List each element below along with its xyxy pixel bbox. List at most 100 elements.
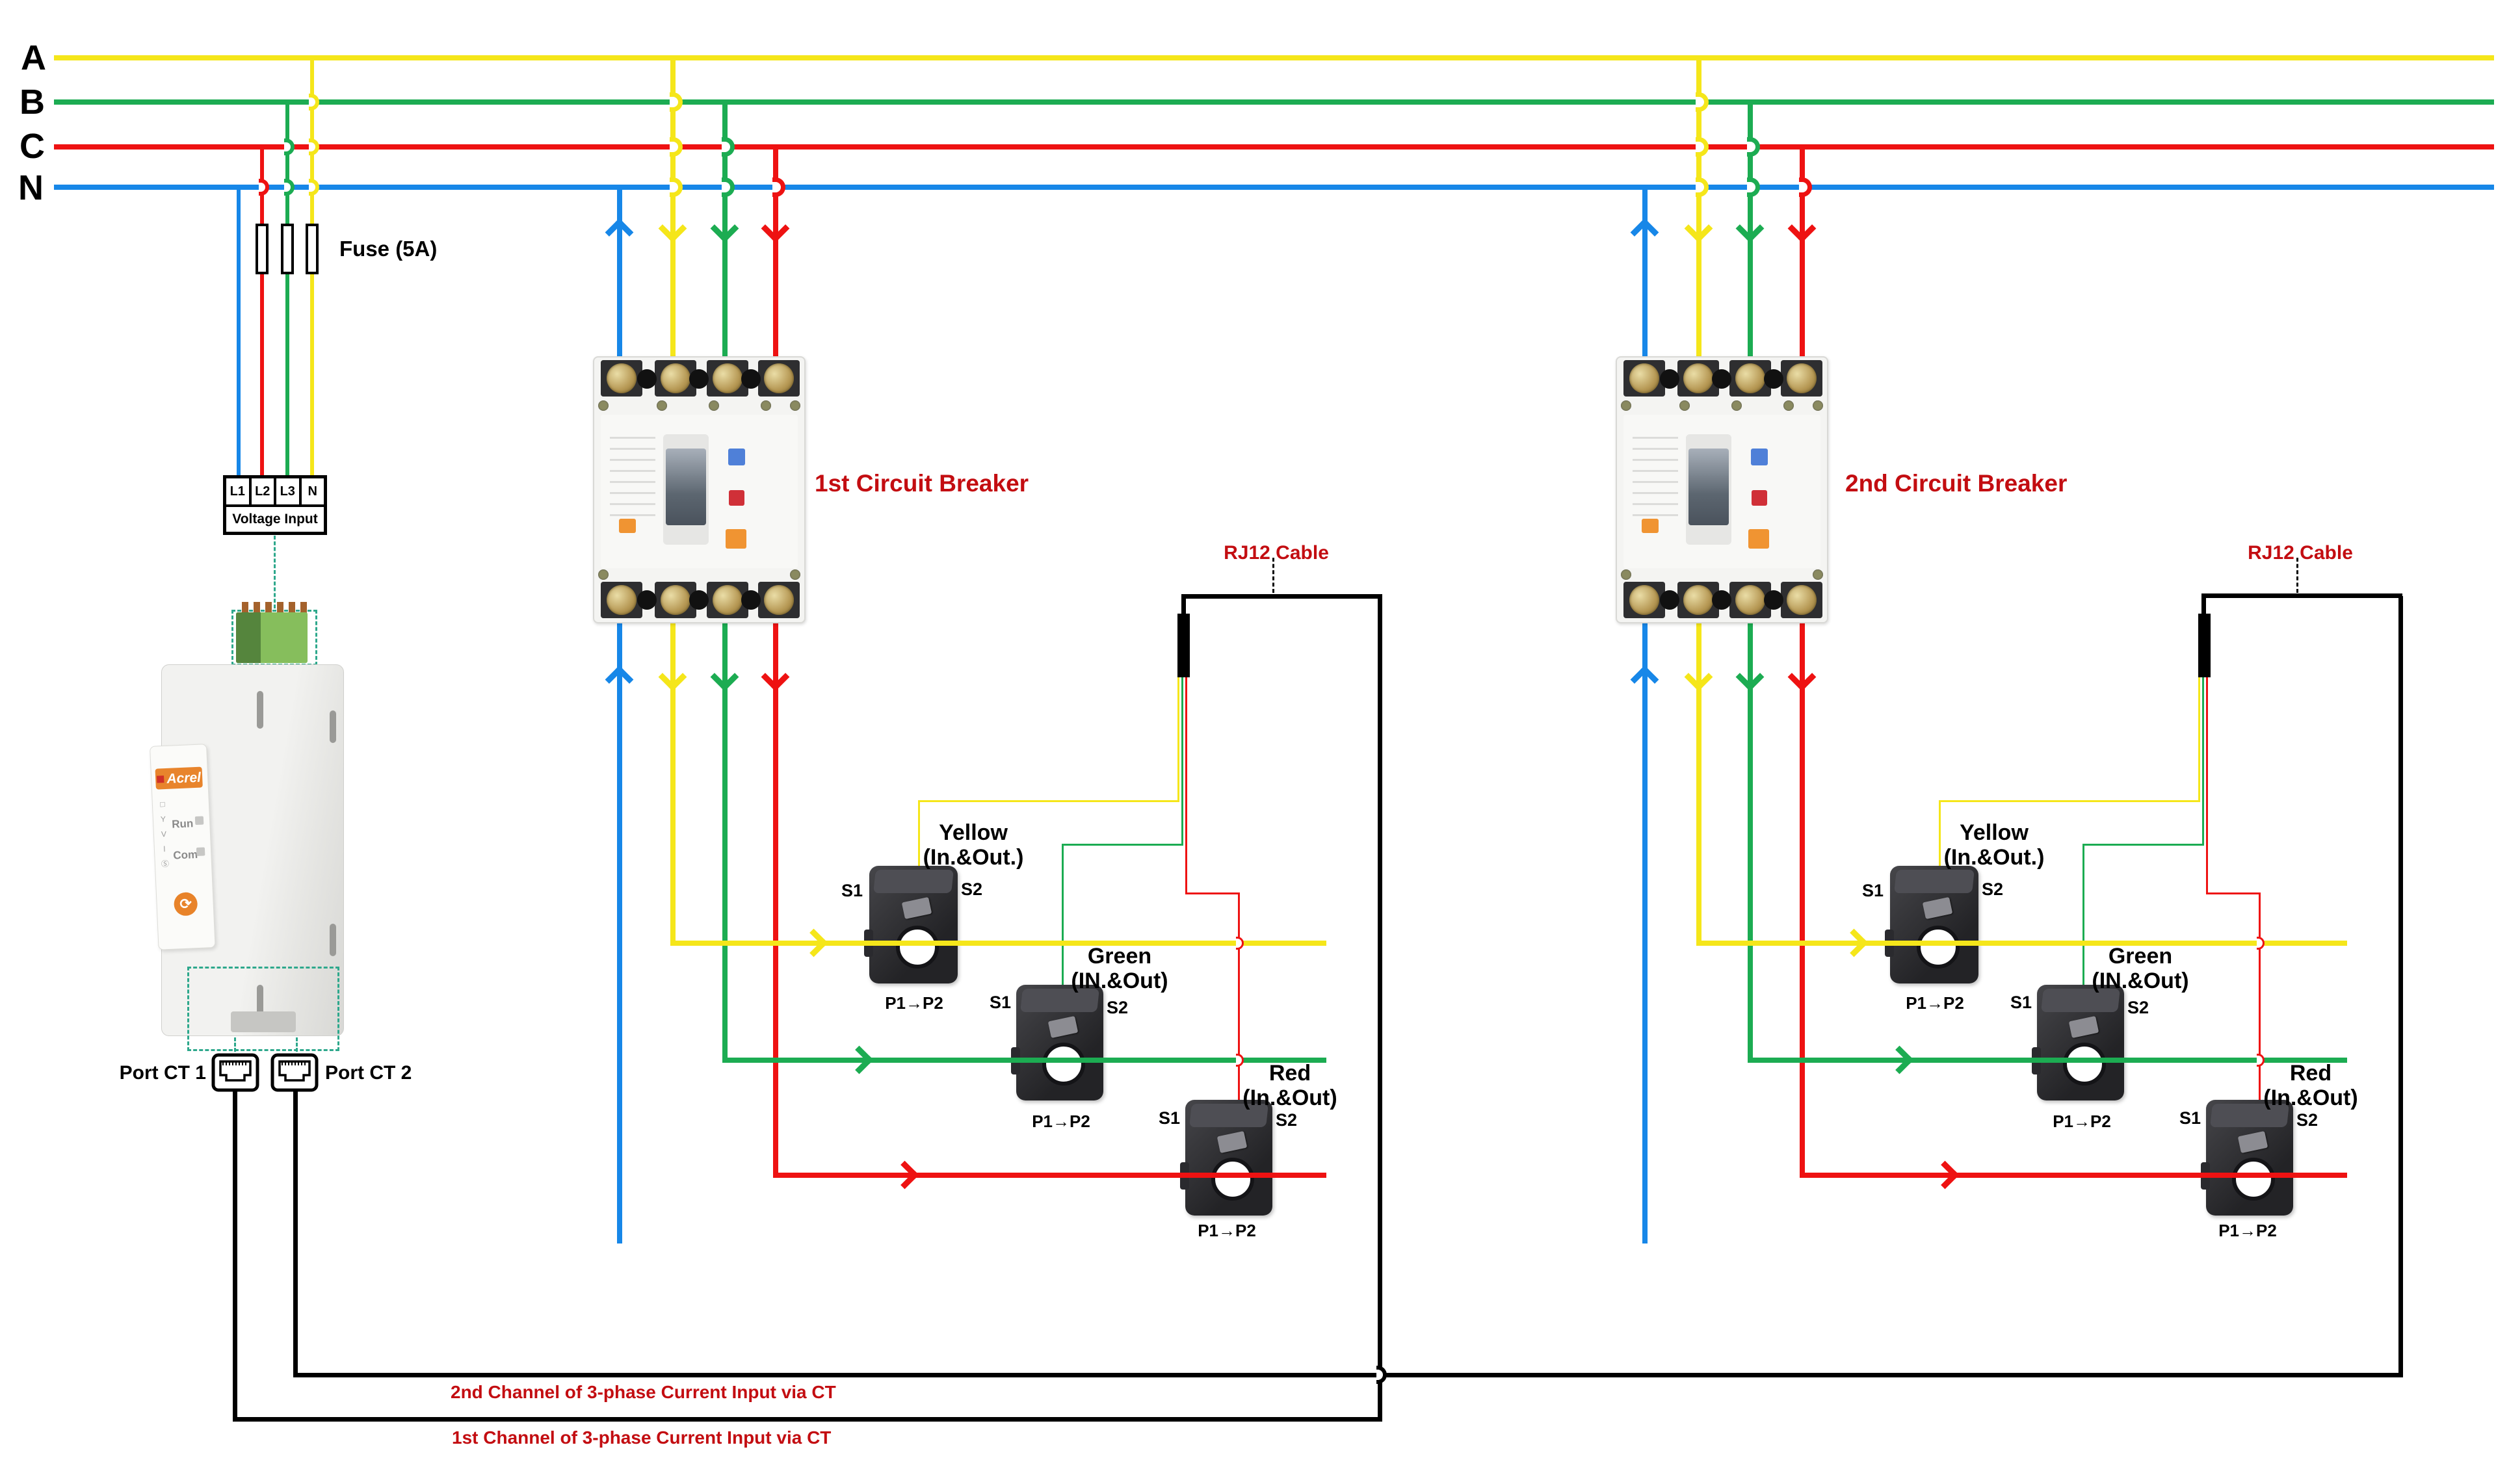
wire-hop-arc: [284, 179, 295, 196]
flow-arrow-icon: [1630, 218, 1659, 247]
meter-din-foot: [231, 1011, 296, 1032]
channel-2-note: 2nd Channel of 3-phase Current Input via…: [451, 1382, 836, 1402]
wire-segment: [1696, 58, 1701, 382]
bus-label-n: N: [18, 168, 44, 207]
wire-hop-arc: [309, 94, 319, 111]
wire-segment: [2198, 614, 2211, 677]
ct-name-line: (In.&Out.): [923, 845, 1024, 870]
ct-name-line: (In.&Out): [1242, 1086, 1337, 1110]
breaker-1-label: 1st Circuit Breaker: [815, 470, 1029, 497]
terminal-l3: L3: [276, 478, 302, 504]
wire-segment: [773, 1173, 1326, 1178]
ct-name-line: Green: [2108, 944, 2173, 969]
flow-arrow-icon: [1735, 662, 1765, 692]
ct-p1p2-label: P1→P2: [2218, 1221, 2277, 1240]
ct-s1-label: S1: [1862, 881, 1884, 900]
dashed-pointer-line: [2296, 558, 2298, 593]
wire-segment: [722, 102, 728, 382]
dashed-pointer-line: [234, 1037, 236, 1052]
wire-segment: [1177, 677, 1179, 802]
wire-segment: [2198, 677, 2200, 802]
flow-arrow-icon: [605, 665, 634, 694]
ct-s2-label: S2: [1982, 879, 2004, 899]
terminal-l2: L2: [252, 478, 276, 504]
ct-name-line: Red: [1268, 1061, 1311, 1086]
wire-hop-arc: [2257, 937, 2265, 950]
ct-p1p2-label: P1→P2: [1906, 993, 1964, 1013]
wire-segment: [1696, 616, 1701, 946]
fuse-phase-b: [281, 224, 294, 274]
wire-segment: [617, 187, 622, 380]
circuit-breaker-2: [1616, 356, 1828, 623]
channel-1-note: 1st Channel of 3-phase Current Input via…: [452, 1427, 832, 1448]
wire-segment: [1748, 616, 1753, 1063]
connector-pin: [242, 602, 248, 613]
ports-highlight-box: [187, 967, 339, 1051]
wire-segment: [918, 800, 920, 867]
port-ct-1-label: Port CT 1: [119, 1062, 206, 1084]
wire-hop-arc: [670, 177, 683, 197]
wire-segment: [1185, 677, 1187, 894]
dashed-pointer-line: [1272, 558, 1274, 593]
ct-name-line: Yellow: [939, 820, 1008, 845]
ct-p1p2-label: P1→P2: [885, 993, 943, 1013]
breaker-2-label: 2nd Circuit Breaker: [1845, 470, 2068, 497]
flow-arrow-icon: [1787, 662, 1817, 692]
fuse-phase-c: [256, 224, 269, 274]
wire-hop-arc: [309, 138, 319, 155]
ct-s2-label: S2: [2296, 1110, 2319, 1130]
wire-segment: [1748, 1058, 2347, 1063]
wire-hop-arc: [1236, 1054, 1244, 1067]
wire-segment: [54, 55, 2494, 60]
wire-segment: [2082, 844, 2084, 986]
rj12-cable-label-2: RJ12 Cable: [2248, 542, 2353, 564]
ct-name-red: Red (In.&Out): [2213, 1061, 2408, 1110]
dashed-pointer-line: [274, 536, 276, 608]
wire-segment: [1177, 614, 1190, 677]
wire-segment: [233, 1417, 1382, 1422]
wire-segment: [2201, 593, 2206, 615]
circuit-breaker-1: [593, 356, 806, 623]
connector-pin: [277, 602, 283, 613]
wire-segment: [1185, 892, 1240, 894]
wire-segment: [1062, 844, 1064, 986]
ct-s1-label: S1: [2010, 993, 2032, 1012]
wire-hop-arc: [722, 177, 735, 197]
flow-arrow-icon: [605, 218, 634, 247]
wire-segment: [54, 144, 2494, 150]
flow-arrow-icon: [1787, 214, 1817, 243]
connector-pin: [254, 602, 260, 613]
wire-hop-arc: [1799, 177, 1812, 197]
wire-segment: [670, 58, 676, 382]
terminal-l1: L1: [226, 478, 252, 504]
wire-segment: [54, 185, 2494, 190]
wire-segment: [233, 1089, 237, 1422]
wire-segment: [2206, 677, 2208, 894]
wire-segment: [1642, 616, 1648, 1243]
wire-segment: [1378, 597, 1382, 1422]
flow-arrow-icon: [845, 1045, 874, 1074]
wire-segment: [1181, 677, 1183, 846]
flow-arrow-icon: [1684, 214, 1713, 243]
rj12-port-1-icon: [211, 1053, 259, 1092]
ct-name-line: (IN.&Out): [1071, 969, 1168, 993]
wire-segment: [293, 1373, 2403, 1377]
wire-hop-arc: [1236, 937, 1244, 950]
wire-segment: [260, 147, 264, 478]
green-terminal-connector: [236, 612, 308, 663]
wire-segment: [293, 1089, 298, 1377]
wire-hop-arc: [1747, 177, 1760, 197]
dashed-pointer-line: [296, 1037, 298, 1052]
ct-name-line: Green: [1087, 944, 1152, 969]
wire-hop-arc: [1696, 137, 1709, 157]
wire-segment: [1642, 187, 1648, 380]
wire-segment: [1939, 800, 1941, 867]
ct-name-line: Red: [2289, 1061, 2332, 1086]
ct-name-red: Red (In.&Out): [1192, 1061, 1387, 1110]
connector-pin: [289, 602, 295, 613]
ct-p1p2-label: P1→P2: [1198, 1221, 1256, 1240]
ct-p1p2-label: P1→P2: [2053, 1112, 2111, 1131]
wire-segment: [670, 941, 1326, 946]
ct-name-line: (IN.&Out): [2092, 969, 2189, 993]
